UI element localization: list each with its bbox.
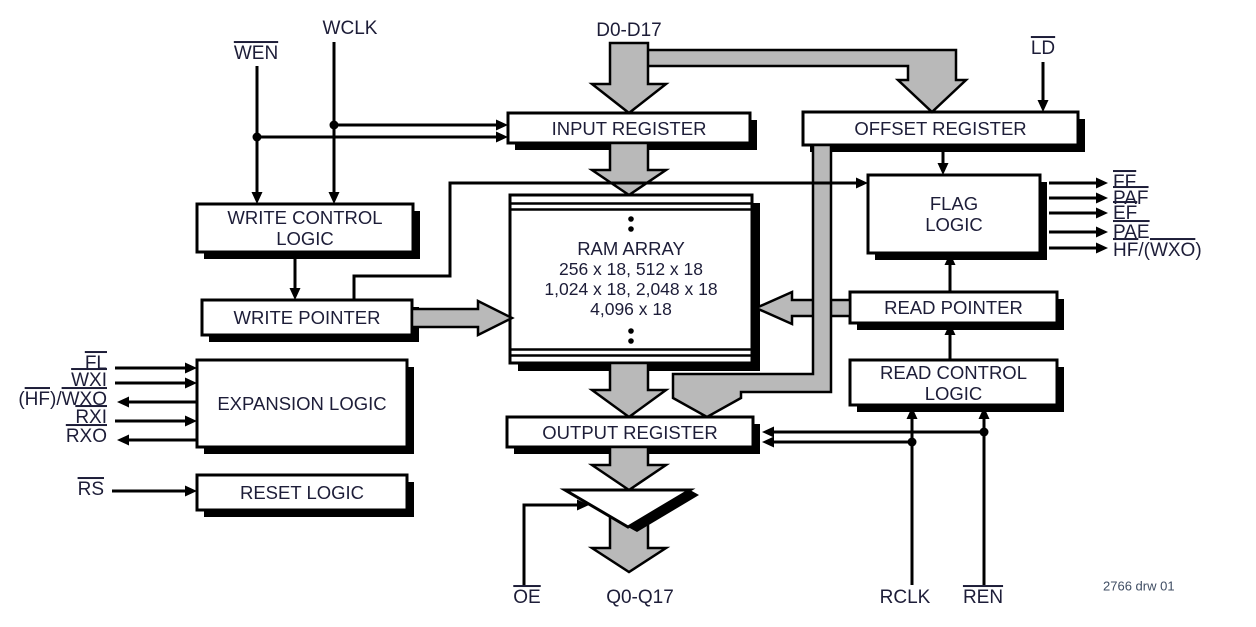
buffer-shadow	[628, 490, 699, 532]
rxo-label: RXO	[65, 426, 107, 448]
read-control-logic-block	[848, 358, 1064, 412]
block-face	[195, 358, 409, 449]
offset-register-block	[801, 110, 1085, 152]
flag-logic-label: FLAG LOGIC	[925, 193, 983, 235]
hf-wxo-label: HF/(WXO)	[1113, 240, 1202, 262]
wen-to-input-register-wire	[257, 131, 508, 143]
hf-wxo-left-label: (HF)/WXO	[18, 389, 107, 411]
write-pointer-to-flag-logic-wire	[352, 177, 868, 300]
flag-output-hf-wire	[1049, 242, 1108, 254]
rs-wire	[112, 485, 197, 497]
ren-wire	[978, 407, 990, 585]
wen-label: WEN	[233, 43, 279, 65]
offset-register-to-flag-logic-wire	[937, 146, 949, 175]
ld-wire	[1037, 62, 1049, 112]
ram-ellipsis-dot	[628, 338, 634, 344]
output-buffer-triangle	[559, 488, 699, 532]
fl-label: FL	[84, 353, 107, 375]
block-face	[505, 415, 755, 449]
read-control-logic-label: READ CONTROL LOGIC	[880, 361, 1027, 404]
offset-register-label: OFFSET REGISTER	[854, 118, 1027, 139]
expansion-logic-block	[195, 358, 414, 454]
read-control-to-read-pointer-wire	[944, 323, 956, 359]
buffer-face	[559, 488, 696, 529]
block-face	[200, 298, 414, 337]
block-face	[195, 202, 415, 254]
flag-output-pae-wire	[1049, 226, 1108, 238]
write-control-logic-block	[195, 202, 420, 259]
write-pointer-to-ram-arrow	[410, 298, 515, 338]
wxi-wire	[115, 377, 197, 389]
wen-wire	[251, 66, 263, 204]
ram-to-output-register-arrow	[588, 361, 670, 419]
wxo-wire	[117, 396, 197, 408]
fl-wire	[115, 362, 197, 374]
ren-to-output-register-wire	[762, 426, 984, 438]
reset-logic-block	[195, 473, 414, 517]
ld-label: LD	[1030, 38, 1056, 60]
rxi-label: RXI	[75, 407, 107, 429]
rs-label: RS	[77, 479, 104, 501]
oe-label: OE	[513, 587, 541, 609]
rxo-wire	[117, 434, 197, 446]
ram-ellipsis-dot	[628, 216, 634, 222]
flag-output-paf-wire	[1049, 192, 1108, 204]
input-register-label: INPUT REGISTER	[551, 117, 707, 139]
paf-label: PAF	[1113, 188, 1149, 210]
wclk-to-input-register-wire	[334, 119, 508, 131]
flag-output-ff-wire	[1049, 177, 1108, 189]
block-face	[508, 193, 754, 365]
read-pointer-label: READ POINTER	[884, 297, 1023, 318]
block-face	[848, 290, 1059, 325]
read-pointer-to-ram-arrow	[752, 290, 852, 326]
block-face	[506, 111, 752, 145]
ram-ellipsis-dot	[628, 226, 634, 232]
wclk-wire	[328, 42, 340, 204]
ram-ellipsis-dot	[628, 328, 634, 334]
write-control-to-write-pointer-wire	[289, 252, 301, 300]
write-pointer-label: WRITE POINTER	[233, 307, 381, 328]
block-face	[801, 110, 1080, 147]
rxi-wire	[115, 415, 197, 427]
drawing-number: 2766 drw 01	[1103, 578, 1175, 594]
rclk-label: RCLK	[879, 587, 931, 609]
ram-array-label: RAM ARRAY 256 x 18, 512 x 18 1,024 x 18,…	[544, 238, 718, 320]
flag-logic-block	[866, 173, 1047, 260]
block-face	[195, 473, 409, 512]
d-bus-input-arrow	[588, 41, 670, 115]
input-register-to-ram-arrow	[587, 141, 671, 197]
pae-label: PAE	[1113, 222, 1150, 244]
ef-label: EF	[1113, 203, 1138, 225]
input-register-block	[506, 111, 757, 150]
output-register-to-buffer-arrow	[587, 445, 671, 492]
output-register-label: OUTPUT REGISTER	[542, 421, 718, 443]
wclk-label: WCLK	[322, 18, 378, 40]
ff-label: FF	[1113, 172, 1137, 194]
write-pointer-block	[200, 298, 419, 342]
read-pointer-to-flag-logic-wire	[944, 253, 956, 291]
d-bus-label: D0-D17	[596, 20, 662, 42]
rclk-wire	[906, 407, 918, 585]
oe-wire	[522, 499, 589, 586]
block-face	[848, 358, 1059, 407]
reset-logic-label: RESET LOGIC	[239, 482, 365, 503]
d-bus-branch-arrow	[643, 48, 970, 114]
ren-label: REN	[962, 587, 1004, 609]
write-control-logic-label: WRITE CONTROL LOGIC	[227, 207, 383, 249]
offset-bus-to-output-register-arrow	[671, 143, 833, 419]
q-bus-label: Q0-Q17	[606, 587, 674, 609]
expansion-logic-label: EXPANSION LOGIC	[217, 393, 387, 414]
wxi-label: WXI	[71, 370, 107, 392]
block-face	[866, 173, 1042, 255]
ram-array-block	[508, 193, 760, 371]
read-pointer-block	[848, 290, 1064, 330]
flag-output-ef-wire	[1049, 207, 1108, 219]
rclk-to-output-register-wire	[762, 436, 912, 448]
